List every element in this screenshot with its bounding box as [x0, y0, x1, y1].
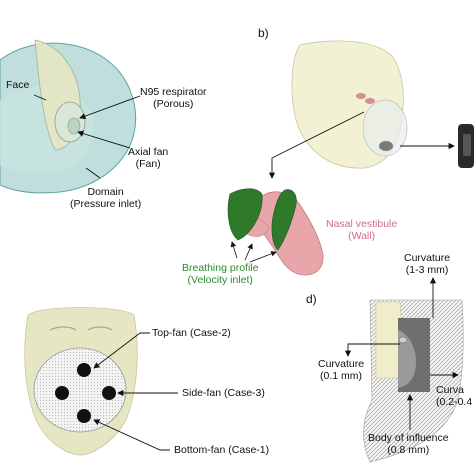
breathing-profile-sub: (Velocity inlet): [187, 274, 253, 286]
axial-fan-shape: [67, 117, 81, 135]
arrow-top-fan: [93, 332, 150, 369]
nasal-vestibule-sub: (Wall): [348, 230, 376, 242]
bottom-fan-dot: [77, 409, 91, 423]
domain-title: Domain: [87, 186, 124, 198]
breathing-profile-title: Breathing profile: [182, 262, 259, 274]
top-fan-dot: [77, 363, 91, 377]
face-label: Face: [6, 79, 30, 91]
arrow-fan: [77, 130, 131, 149]
top-fan-label: Top-fan (Case-2): [152, 327, 231, 339]
axial-fan-sub: (Fan): [135, 158, 161, 170]
side-fan-dot-right: [102, 386, 116, 400]
panel-label-d: d): [306, 292, 317, 306]
nasal-vestibule-title: Nasal vestibule: [326, 218, 398, 230]
arrow-breathing-2: [244, 243, 253, 261]
nostril-left: [356, 93, 366, 99]
body-of-influence-title: Body of influence: [368, 432, 449, 444]
arrow-face: [33, 94, 47, 101]
domain-label: Domain (Pressure inlet): [70, 186, 141, 210]
side-fan-label: Side-fan (Case-3): [182, 387, 265, 399]
breathing-profile-left: [227, 188, 263, 241]
axial-fan-label: Axial fan (Fan): [128, 146, 168, 170]
panel-d-mesh-detail: [344, 277, 464, 463]
curvature-right-title: Curva: [436, 384, 465, 396]
breathing-profile-right: [271, 189, 297, 251]
nostril-right: [365, 98, 375, 104]
panel-b-nasal-model: [227, 40, 474, 276]
curvature-top-sub: (1-3 mm): [405, 264, 449, 276]
arrow-bottom-fan: [93, 419, 170, 451]
n95-respirator-label: N95 respirator (Porous): [140, 86, 207, 110]
body-of-influence-label: Body of influence (0.8 mm): [368, 432, 449, 456]
breathing-profile-label: Breathing profile (Velocity inlet): [182, 262, 258, 286]
mask-front: [33, 347, 127, 433]
bottom-fan-label: Bottom-fan (Case-1): [174, 444, 270, 456]
curvature-top-title: Curvature: [404, 252, 451, 264]
mask-transparent: [362, 99, 408, 157]
fan-gray: [379, 141, 393, 151]
arrow-breathing-1: [230, 241, 238, 259]
arrow-to-nasal: [268, 111, 365, 179]
curvature-right-label: Curva (0.2-0.4: [436, 384, 472, 408]
curvature-top-label: Curvature (1-3 mm): [404, 252, 450, 276]
axial-fan-title: Axial fan: [128, 146, 169, 158]
arrow-breathing-3: [249, 251, 277, 263]
n95-respirator-sub: (Porous): [153, 98, 194, 110]
domain-sub: (Pressure inlet): [70, 198, 142, 210]
body-of-influence-sub: (0.8 mm): [387, 444, 430, 456]
curvature-left-label: Curvature (0.1 mm): [318, 358, 364, 382]
curvature-left-title: Curvature: [318, 358, 365, 370]
arrow-domain: [85, 167, 101, 179]
arrow-curv-left: [344, 343, 400, 357]
curvature-left-sub: (0.1 mm): [320, 370, 363, 382]
panel-label-b: b): [258, 26, 269, 40]
side-fan-dot: [55, 386, 69, 400]
n95-respirator-title: N95 respirator: [140, 86, 207, 98]
panel-c-fan-positions: [24, 307, 178, 456]
panel-a-domain-model: [0, 39, 141, 194]
arrow-respirator: [79, 95, 141, 120]
curvature-right-sub: (0.2-0.4: [436, 396, 473, 408]
nasal-vestibule-label: Nasal vestibule (Wall): [326, 218, 397, 242]
